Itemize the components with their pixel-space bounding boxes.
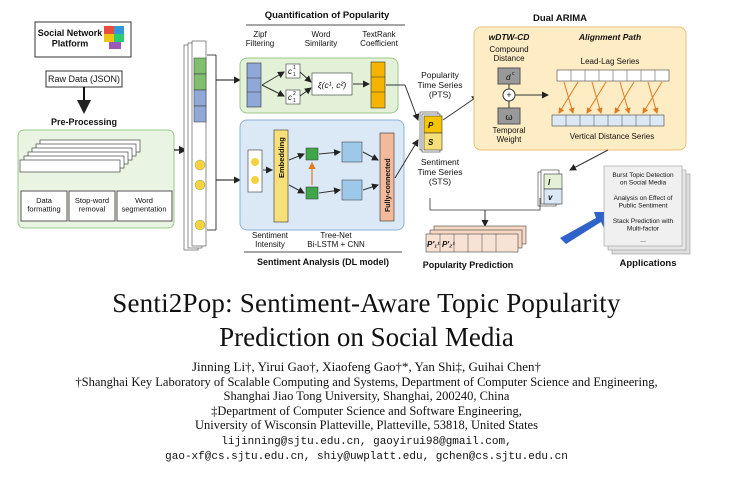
omega-label: ω xyxy=(505,112,512,122)
to-applications-arrow xyxy=(560,212,612,244)
alignment-path-arrows xyxy=(558,81,663,114)
input-vectors xyxy=(183,40,207,251)
lead-lag-series xyxy=(556,69,670,82)
c1-bottom-label: c xyxy=(288,93,292,102)
lv-stack: l v xyxy=(537,169,563,207)
social-media-logos-icon xyxy=(104,26,124,49)
prediction-values-label: P'₁¹ P'₂¹ xyxy=(427,240,455,249)
s1-label: S xyxy=(428,138,434,147)
emoji-icon xyxy=(251,158,259,166)
p1-label: P xyxy=(428,121,434,130)
svg-text:+: + xyxy=(506,90,511,100)
raw-data-label: Raw Data (JSON) xyxy=(48,74,120,84)
lead-lag-label: Lead-Lag Series xyxy=(581,57,640,66)
alignment-path-label: Alignment Path xyxy=(578,32,641,42)
svg-text:1: 1 xyxy=(293,65,296,71)
affiliation-1-line1: †Shanghai Key Laboratory of Scalable Com… xyxy=(75,375,658,389)
applications-title: Applications xyxy=(619,258,676,269)
application-item: ... xyxy=(640,237,646,244)
vertical-distance-label: Vertical Distance Series xyxy=(570,132,654,141)
c1-top-label: c xyxy=(288,67,292,76)
fully-connected-label: Fully-connected xyxy=(385,158,392,212)
svg-text:1: 1 xyxy=(293,98,296,104)
quantification-box: c c 11 21 ξ(c¹, c²) xyxy=(239,57,399,114)
quantification-title: Quantification of Popularity xyxy=(265,10,390,21)
similarity-formula: ξ(c¹, c²) xyxy=(318,80,347,90)
popularity-prediction-title: Popularity Prediction xyxy=(423,260,514,270)
emoji-icon xyxy=(251,176,259,184)
sentiment-analysis-box: Embedding Fully-connected xyxy=(239,119,405,231)
affiliation-2-line1: ‡Department of Computer Science and Soft… xyxy=(211,404,522,418)
affiliation-2-line2: University of Wisconsin Platteville, Pla… xyxy=(195,418,538,432)
dual-arima-title: Dual ARIMA xyxy=(533,13,587,24)
embedding-label: Embedding xyxy=(277,137,286,178)
vertical-distance-series xyxy=(551,114,665,127)
wdtw-cd-label: wDTW-CD xyxy=(489,32,530,42)
emails-line1: lijinning@sjtu.edu.cn, gaoyirui98@gmail.… xyxy=(221,436,512,448)
pts-sts-stack: P S xyxy=(419,111,443,153)
l1-label: l xyxy=(548,178,551,187)
emoji-icon xyxy=(194,219,206,231)
emails-line2: gao-xf@cs.sjtu.edu.cn, shiy@uwplatt.edu,… xyxy=(165,451,568,463)
svg-text:c: c xyxy=(512,71,515,77)
svg-text:1: 1 xyxy=(293,72,296,78)
sentiment-analysis-title: Sentiment Analysis (DL model) xyxy=(257,257,389,267)
svg-text:2: 2 xyxy=(293,91,296,97)
paper-title-line1: Senti2Pop: Sentiment-Aware Topic Popular… xyxy=(112,288,621,318)
authors: Jinning Li†, Yirui Gao†, Xiaofeng Gao†*,… xyxy=(191,359,542,374)
emoji-icon xyxy=(194,159,206,171)
pre-processing-title: Pre-Processing xyxy=(51,117,117,127)
paper-title-line2: Prediction on Social Media xyxy=(219,322,514,352)
popularity-prediction-bar: P'₁¹ P'₂¹ xyxy=(425,225,527,253)
affiliation-1-line2: Shanghai Jiao Tong University, Shanghai,… xyxy=(223,389,510,403)
v1-label: v xyxy=(548,193,553,202)
emoji-icon xyxy=(194,179,206,191)
dc-label: d xyxy=(506,73,511,82)
raw-data-box: Raw Data (JSON) xyxy=(45,70,123,88)
